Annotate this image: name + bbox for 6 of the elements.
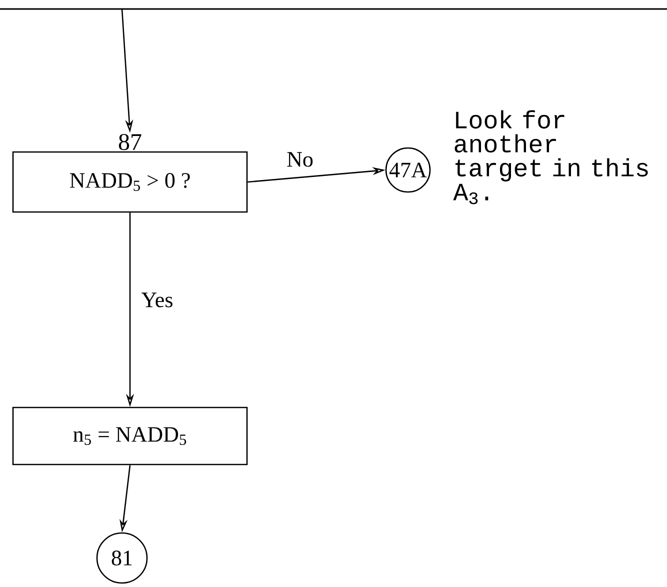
node-label: 87	[118, 134, 142, 150]
process-box: n$_{5}$ = NADD$_{5}$	[12, 406, 248, 466]
edge-label: No	[286, 151, 314, 168]
edge-label: Yes	[140, 292, 174, 308]
process-box: NADD$_{5}$ > 0 ? 87	[12, 134, 248, 213]
note-text: Look for another target in this A$_{3}$.	[453, 110, 648, 204]
